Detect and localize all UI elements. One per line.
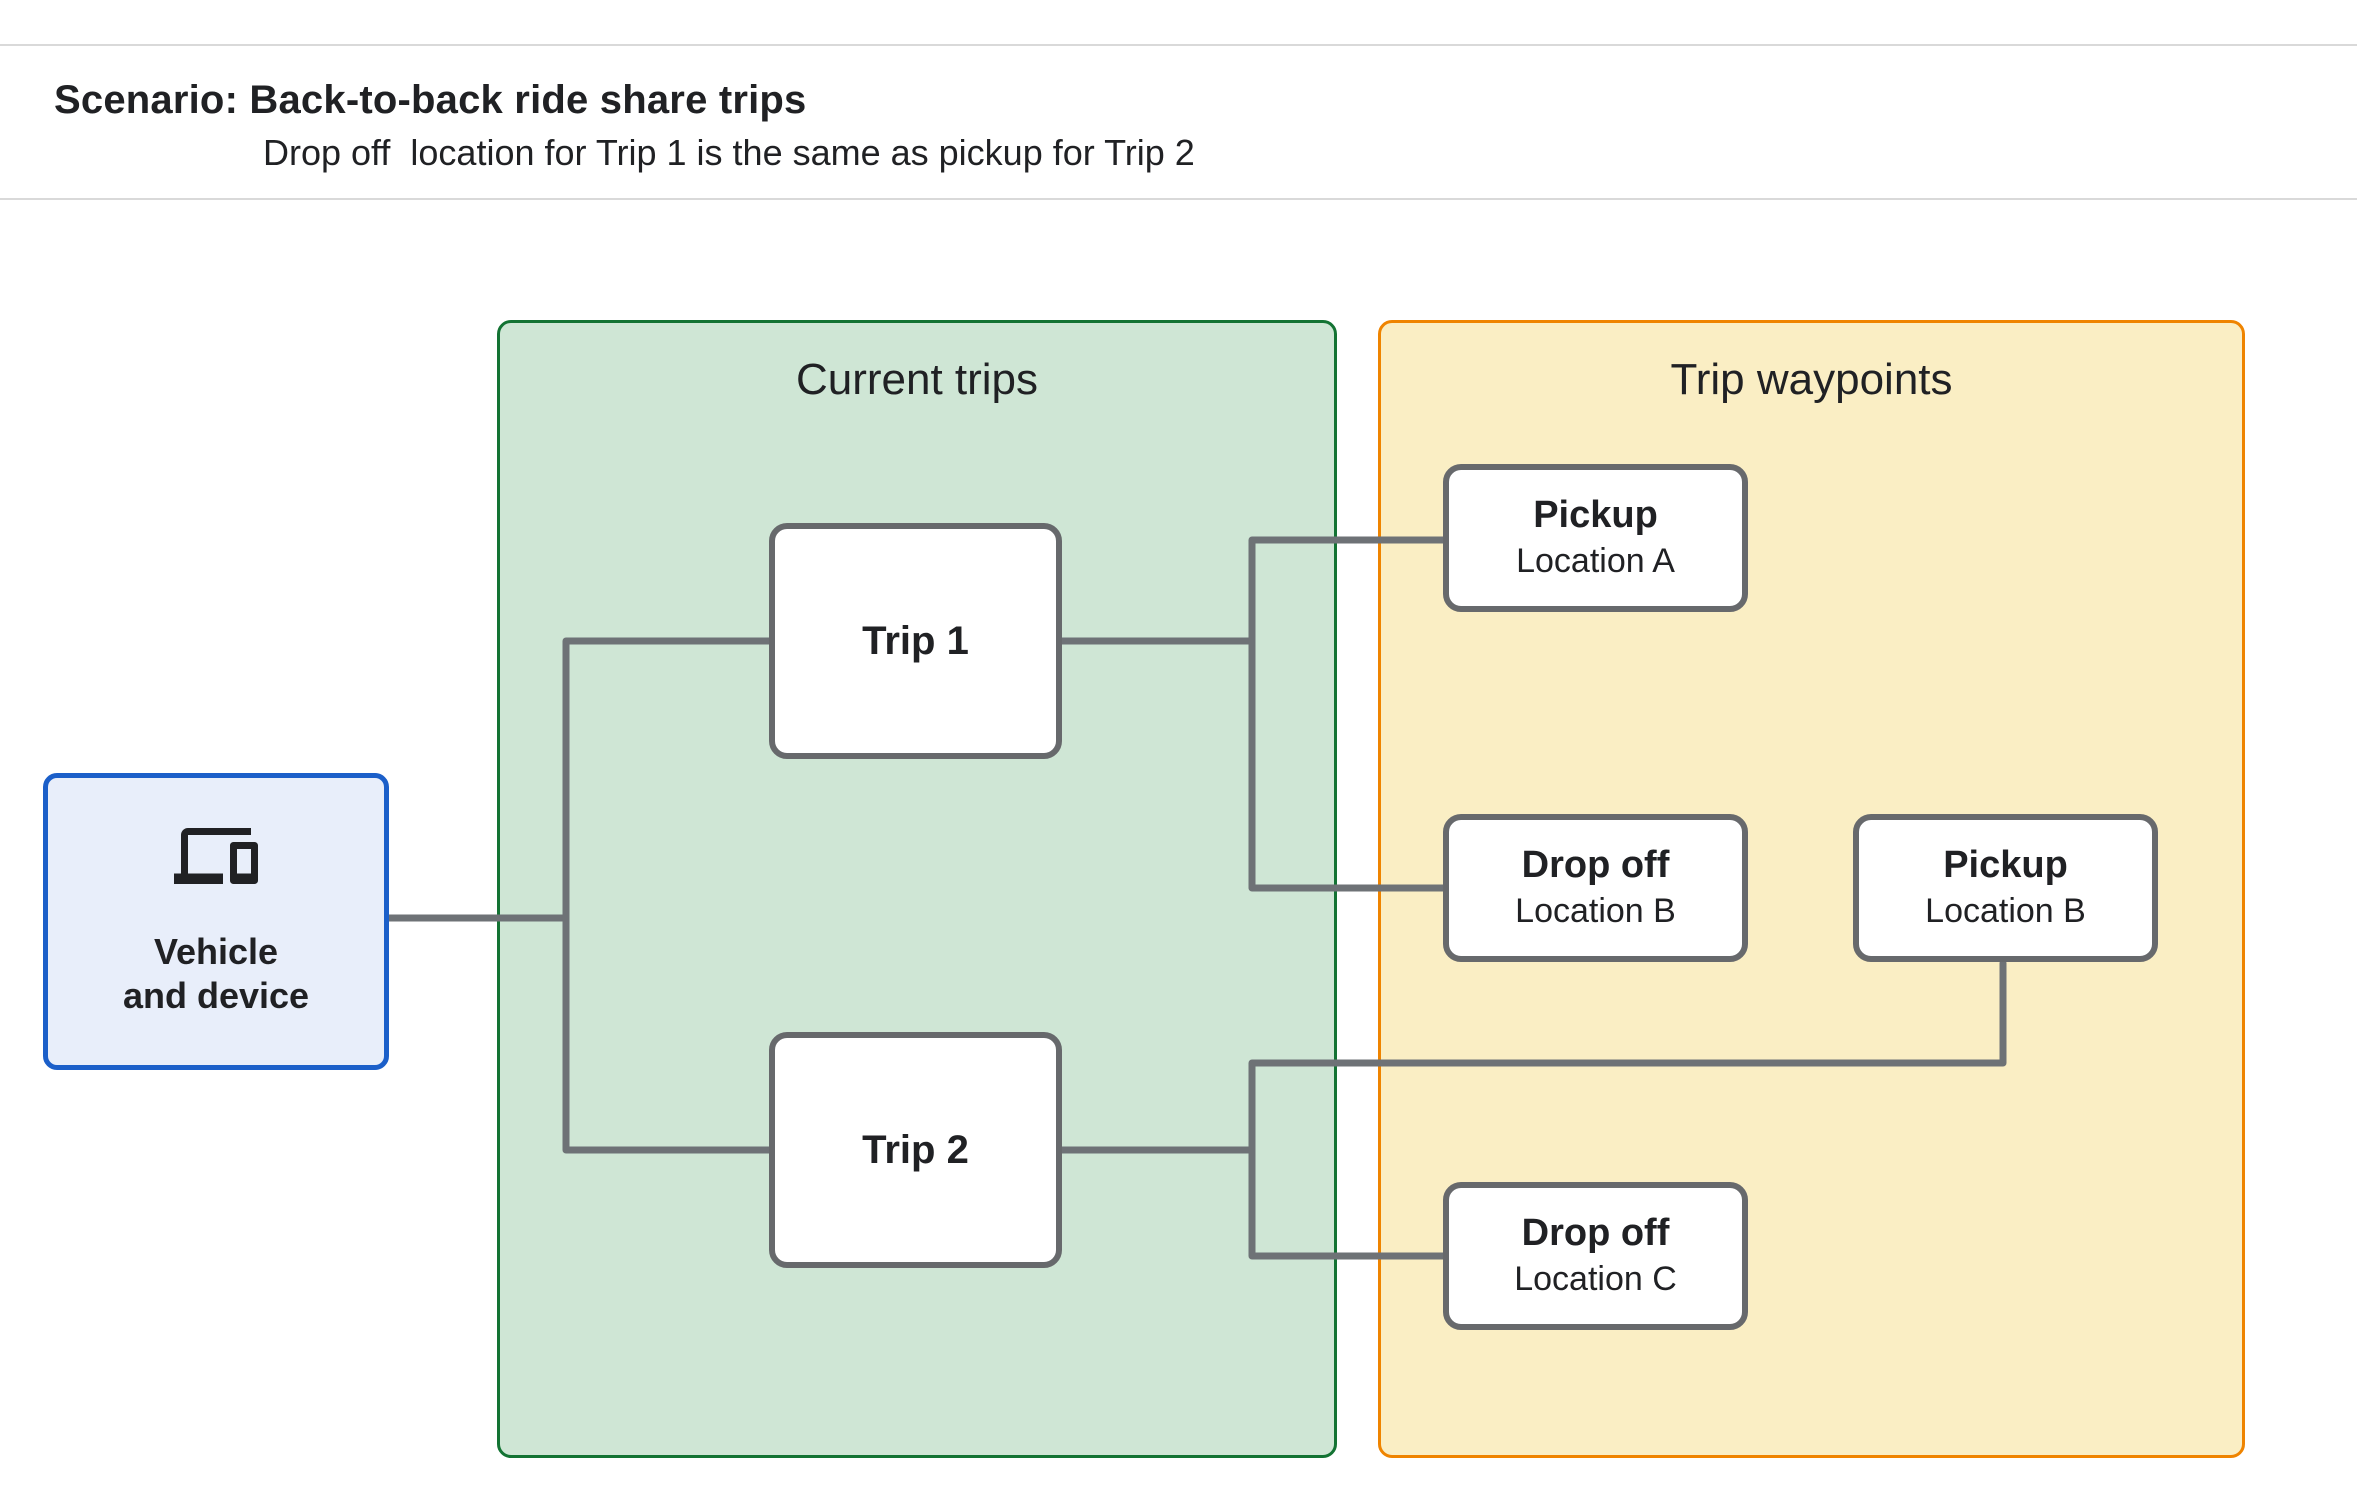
waypoint-subtitle: Location A	[1516, 541, 1675, 580]
waypoint-subtitle: Location C	[1514, 1259, 1677, 1298]
vehicle-node: Vehicle and device	[43, 773, 389, 1070]
waypoint-pickup-location-a: Pickup Location A	[1443, 464, 1748, 612]
page-title: Scenario: Back-to-back ride share trips	[54, 78, 807, 122]
page-subtitle: Drop off location for Trip 1 is the same…	[263, 132, 1195, 173]
waypoint-title: Drop off	[1521, 844, 1670, 887]
trip-waypoints-label: Trip waypoints	[1670, 355, 1953, 404]
waypoint-dropoff-location-b: Drop off Location B	[1443, 814, 1748, 962]
header-bottom-rule	[0, 198, 2357, 200]
vehicle-label-line1: Vehicle	[153, 931, 279, 972]
waypoint-title: Pickup	[1943, 844, 2068, 887]
header-top-rule	[0, 44, 2357, 46]
trip-2-label: Trip 2	[862, 1127, 969, 1172]
current-trips-label: Current trips	[795, 355, 1039, 404]
waypoint-subtitle: Location B	[1925, 891, 2086, 930]
trip-2-node: Trip 2	[769, 1032, 1062, 1268]
vehicle-label-line2: and device	[122, 974, 310, 1016]
waypoint-dropoff-location-c: Drop off Location C	[1443, 1182, 1748, 1330]
waypoint-title: Pickup	[1533, 494, 1658, 537]
trip-1-node: Trip 1	[769, 523, 1062, 759]
vehicle-node-label: Vehicle and device	[123, 930, 309, 1018]
devices-icon	[174, 828, 258, 884]
trip-1-label: Trip 1	[862, 618, 969, 663]
waypoint-pickup-location-b: Pickup Location B	[1853, 814, 2158, 962]
waypoint-subtitle: Location B	[1515, 891, 1676, 930]
waypoint-title: Drop off	[1521, 1212, 1670, 1255]
current-trips-container: Current trips	[497, 320, 1337, 1458]
